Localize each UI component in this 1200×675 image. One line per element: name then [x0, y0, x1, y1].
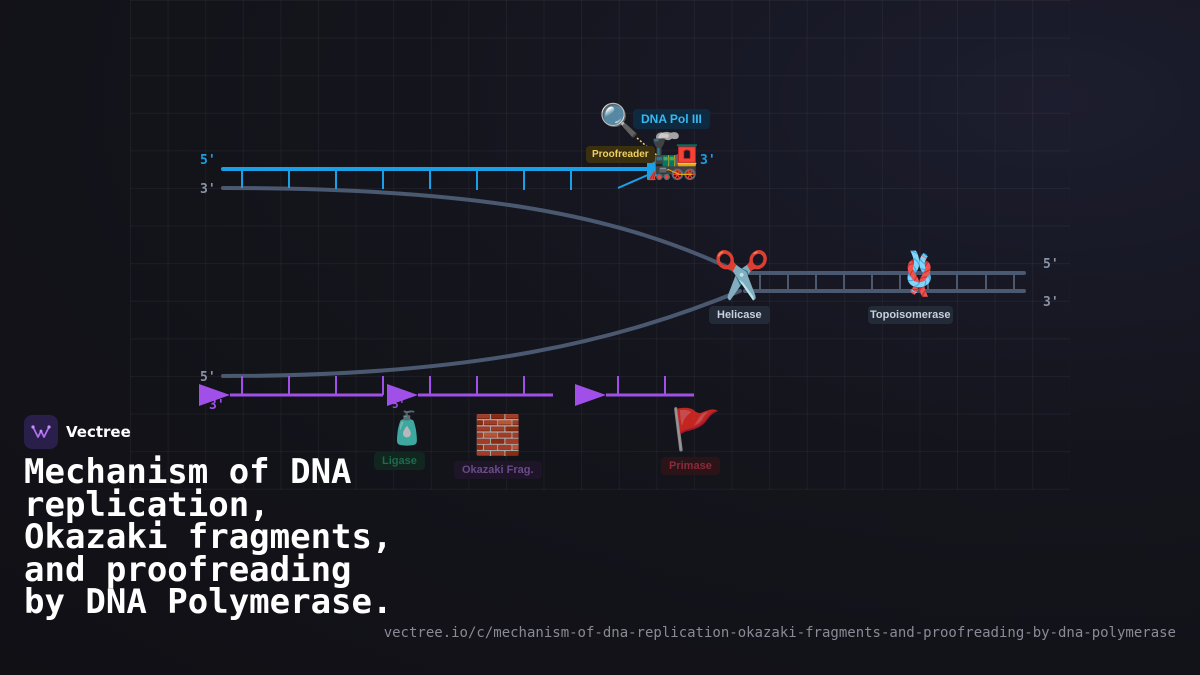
brick-icon: 🧱 — [474, 415, 522, 457]
proofreader-link — [636, 137, 661, 159]
page-title: Mechanism of DNA replication, Okazaki fr… — [24, 452, 393, 622]
glue-bottle-icon: 🧴 — [387, 410, 427, 446]
topoisomerase-label: Topoisomerase — [868, 306, 953, 324]
magnifier-icon: 🔍 — [599, 102, 639, 138]
primase-label: Primase — [661, 457, 720, 475]
scissors-icon: ✂️ — [713, 249, 771, 301]
parent-duplex — [743, 271, 1026, 293]
leading-5prime-label: 5' — [200, 153, 216, 168]
source-url[interactable]: vectree.io/c/mechanism-of-dna-replicatio… — [383, 625, 1176, 641]
leading-3prime-label: 3' — [700, 153, 716, 168]
knot-icon: 🪢 — [893, 250, 946, 297]
dna-pol-label: DNA Pol III — [633, 109, 710, 129]
brand: Vectree — [24, 415, 131, 449]
fragment-arrow-2 — [387, 384, 418, 406]
ligase-label: Ligase — [374, 452, 425, 470]
leading-template-3prime-label: 3' — [200, 182, 216, 197]
lagging-template-strand — [221, 289, 742, 378]
fragment-arrow-3 — [575, 384, 606, 406]
parent-5prime-label: 5' — [1043, 257, 1059, 272]
leading-strand — [221, 158, 673, 190]
fragment-arrow-1 — [199, 384, 230, 406]
red-flag-icon: 🚩 — [671, 408, 721, 452]
vectree-logo-icon — [24, 415, 58, 449]
okazaki-label: Okazaki Frag. — [454, 461, 542, 479]
leading-template-strand — [221, 186, 742, 275]
helicase-label: Helicase — [709, 306, 770, 324]
brand-name: Vectree — [66, 423, 131, 441]
fragment-5prime-label: 5' — [392, 398, 406, 411]
parent-3prime-label: 3' — [1043, 295, 1059, 310]
proofreader-label: Proofreader — [586, 146, 655, 163]
lagging-template-5prime-label: 5' — [200, 370, 216, 385]
background-grid — [130, 0, 1070, 490]
lagging-strand — [199, 376, 694, 406]
lagging-3prime-label: 3' — [209, 398, 225, 413]
